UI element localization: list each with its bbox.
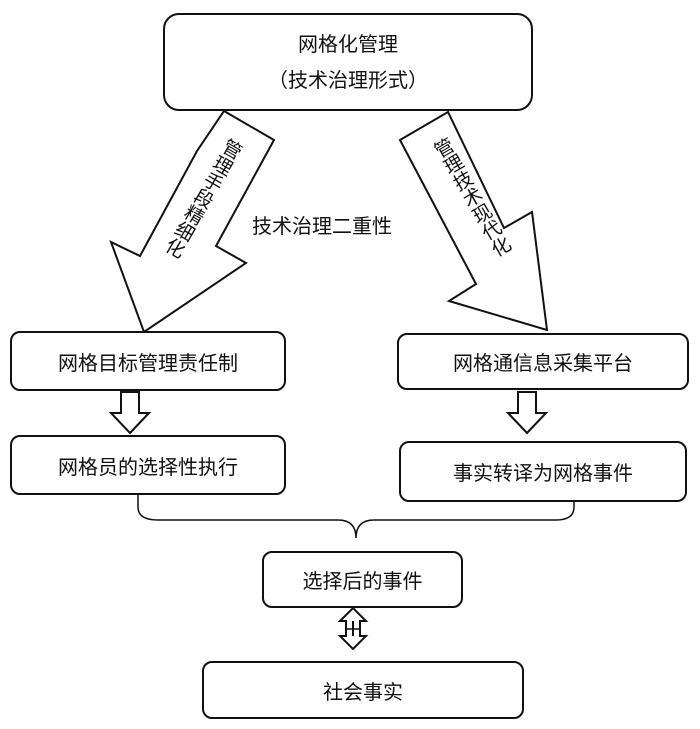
right-down-arrow — [505, 391, 549, 435]
right-box-2-label: 事实转译为网格事件 — [453, 461, 633, 485]
right-box-1: 网格通信息采集平台 — [397, 333, 689, 390]
bottom-node-label: 社会事实 — [323, 679, 403, 704]
merged-node-label: 选择后的事件 — [302, 569, 423, 593]
top-node-line1: 网格化管理 — [298, 32, 398, 56]
center-label: 技术治理二重性 — [252, 214, 392, 238]
left-box-1: 网格目标管理责任制 — [10, 331, 286, 391]
left-box-2: 网格员的选择性执行 — [10, 435, 286, 495]
merge-bracket — [137, 495, 575, 539]
left-box-1-label: 网格目标管理责任制 — [58, 350, 238, 375]
bottom-node: 社会事实 — [202, 661, 524, 719]
right-box-2: 事实转译为网格事件 — [399, 441, 687, 502]
merged-node: 选择后的事件 — [262, 551, 463, 608]
right-box-1-label: 网格通信息采集平台 — [453, 351, 633, 375]
right-diagonal-arrow — [398, 110, 549, 332]
left-box-2-label: 网格员的选择性执行 — [58, 454, 238, 479]
top-node: 网格化管理 （技术治理形式） — [163, 13, 533, 111]
left-down-arrow — [108, 391, 152, 435]
top-node-line2: （技术治理形式） — [268, 68, 428, 92]
